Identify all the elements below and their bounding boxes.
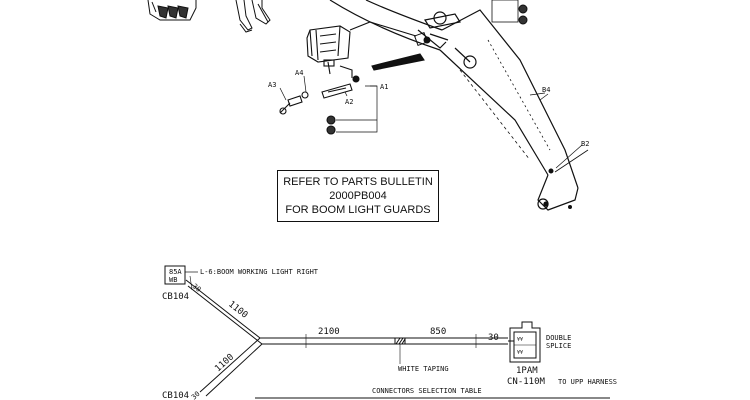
harness-wires [185,275,508,397]
end-code-2: CN-110M [507,377,546,387]
taping-note: WHITE TAPING [398,365,449,373]
bucket-teeth-drawing [147,0,197,21]
harness-connector-end [508,321,541,363]
end-note: TO UPP HARNESS [558,378,617,386]
note-line-3: FOR BOOM LIGHT GUARDS [285,204,431,216]
splice-note-2: SPLICE [546,342,571,350]
circuit-label: L-6:BOOM WORKING LIGHT RIGHT [200,268,319,276]
callout-b4: B4 [542,86,550,94]
connector-top-label: CB104 [162,292,189,302]
len-top-30: 30 [191,282,203,293]
callout-a4: A4 [295,69,303,77]
connector-top-code2: WB [169,276,177,284]
work-light-drawing [279,21,425,135]
boom-drawing [329,0,579,211]
callout-a3: A3 [268,81,276,89]
callout-a2: A2 [345,98,353,106]
len-2100: 2100 [318,327,340,337]
connector-bottom-label: CB104 [162,391,189,400]
end-conn-mark-1: ¥¥ [517,337,523,343]
harness-connector-top [164,265,186,285]
note-line-1: REFER TO PARTS BULLETIN [283,176,433,188]
len-end-30: 30 [488,333,499,343]
len-850: 850 [430,327,446,337]
connector-top-code1: 85A [169,268,182,276]
boom-hardware-drawing [413,0,589,209]
end-code-1: 1PAM [516,366,538,376]
callout-b2: B2 [581,140,589,148]
splice-note-1: DOUBLE [546,334,571,342]
len-top-1100: 1100 [226,299,249,320]
callout-a1: A1 [380,83,388,91]
linkage-pins-drawing [235,0,271,33]
parts-bulletin-note: REFER TO PARTS BULLETIN 2000PB004 FOR BO… [277,170,439,222]
note-line-2: 2000PB004 [329,190,387,202]
end-conn-mark-2: ¥¥ [517,350,523,356]
table-title: CONNECTORS SELECTION TABLE [372,387,482,395]
len-bottom-30: 30 [190,390,202,400]
callout-leaders [279,75,583,169]
